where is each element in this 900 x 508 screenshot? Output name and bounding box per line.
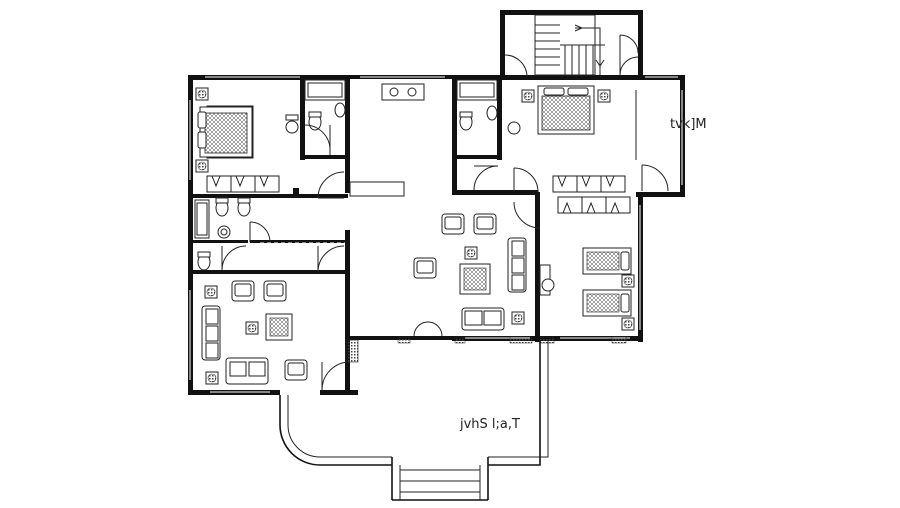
outer-walls xyxy=(188,75,685,395)
living-room-left xyxy=(201,280,351,391)
room-label-right: tvk]M xyxy=(670,117,707,132)
terrace xyxy=(279,340,549,501)
bathroom-left-lower xyxy=(197,242,345,273)
bathroom-left-middle xyxy=(194,171,345,243)
bathroom-top-right xyxy=(455,79,521,191)
bedroom-right-twin xyxy=(513,196,635,331)
center-hall xyxy=(345,83,627,363)
bedroom-top-right xyxy=(513,85,669,193)
windows xyxy=(189,76,683,393)
bedroom-top-left xyxy=(195,87,299,194)
staircase xyxy=(500,10,643,78)
terrace-label: jvhS l;a,T xyxy=(459,417,520,432)
bathroom-top-left xyxy=(285,79,348,160)
